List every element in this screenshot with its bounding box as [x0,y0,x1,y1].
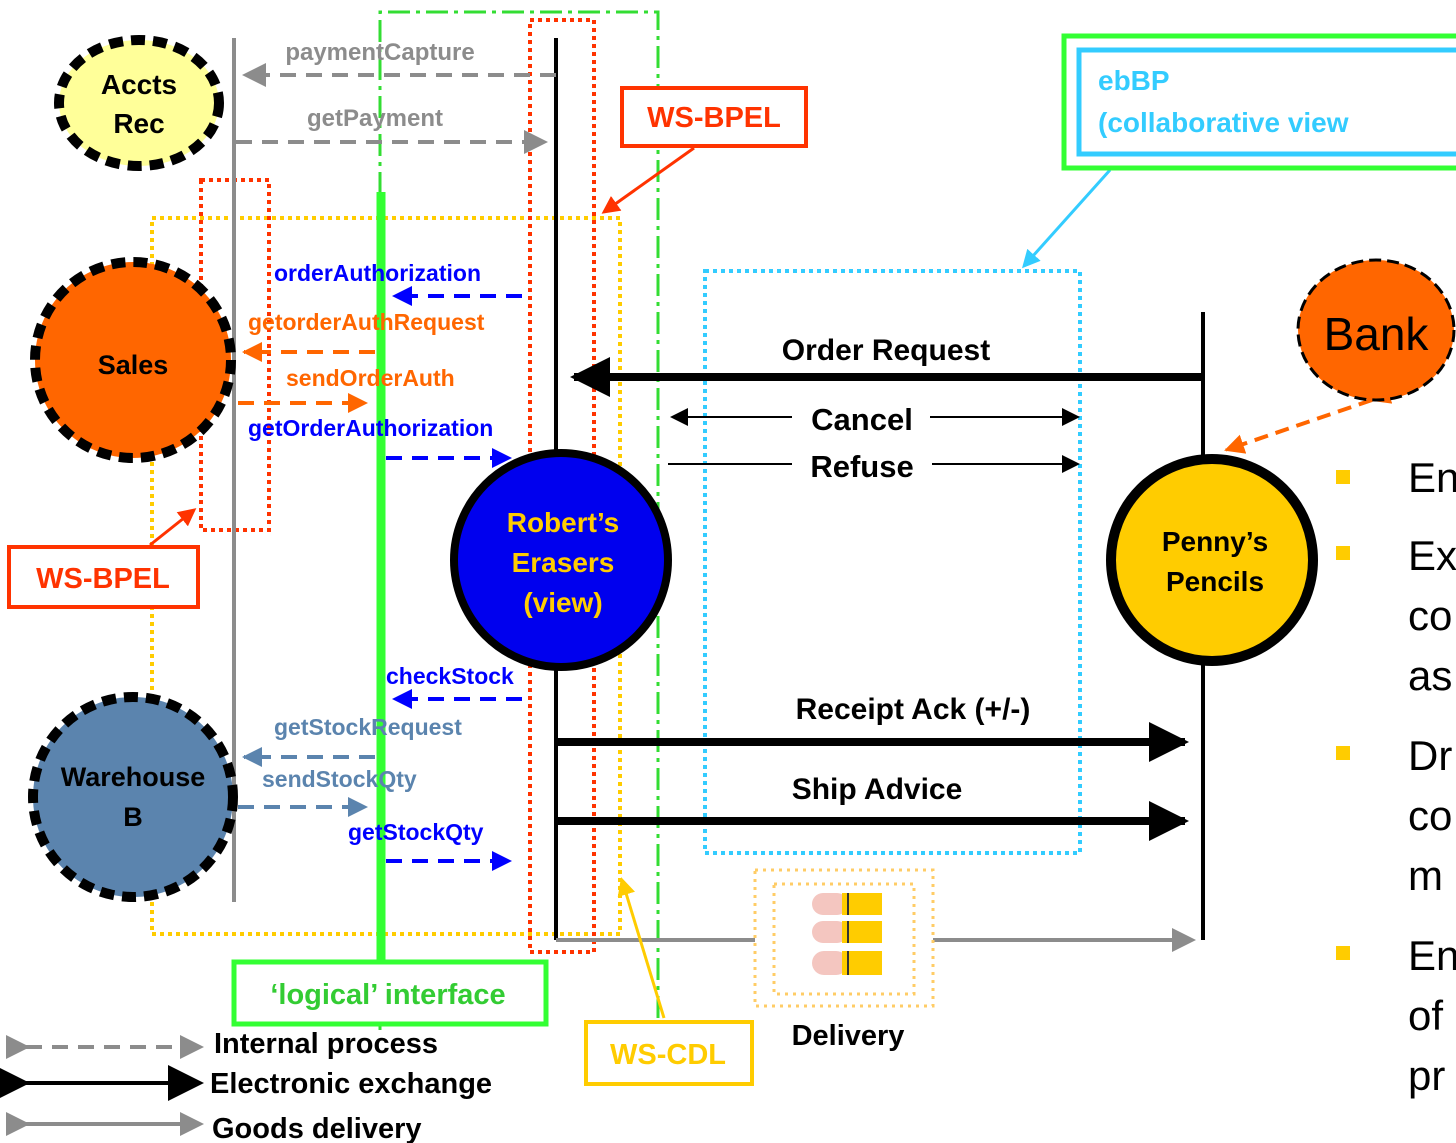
ws-bpel-left-box [7,545,200,609]
get-order-auth-request-label: getorderAuthRequest [248,309,485,335]
ebbp-inner-box [1076,47,1456,157]
accts-rec-label-2: Rec [113,108,164,139]
bullet-3-line-1: Dr [1408,732,1452,779]
receipt-ack-label: Receipt Ack (+/-) [796,693,1031,726]
ebbp-outer-box [1061,33,1456,171]
bullet-4-line-2: of [1408,992,1443,1039]
get-stock-request-label: getStockRequest [274,714,462,740]
roberts-label-3: (view) [523,587,602,618]
cancel-label: Cancel [811,402,913,437]
get-payment-label: getPayment [307,105,443,132]
ws-bpel-top-pointer [601,146,695,214]
ebbp-boundary [703,269,1082,855]
ws-bpel-top-label: WS-BPEL [647,102,781,134]
delivery-label: Delivery [792,1020,905,1052]
order-request-label: Order Request [782,334,990,367]
legend-internal-label: Internal process [214,1028,438,1060]
ws-bpel-top-box [620,86,808,148]
bullet-4-line-3: pr [1408,1052,1445,1099]
pennys-label-2: Pencils [1166,566,1264,597]
pennys-label-1: Penny’s [1162,526,1268,557]
sales-node [30,257,236,463]
send-order-auth-label: sendOrderAuth [286,365,455,391]
ws-bpel-left-pointer [149,508,197,547]
bullet-2-line-1: Ex [1408,532,1456,579]
ebbp-label-1: ebBP [1098,65,1170,96]
bullet-4 [1336,946,1350,960]
bullet-3-line-3: m [1408,852,1443,899]
check-stock-label: checkStock [386,663,514,689]
bullet-2 [1336,546,1350,560]
send-stock-qty-label: sendStockQty [262,766,417,792]
order-authorization-label: orderAuthorization [274,260,481,286]
warehouse-label-2: B [123,802,143,832]
ebbp-label-2: (collaborative view [1098,107,1349,138]
payment-capture-label: paymentCapture [285,39,474,66]
bullet-2-line-2: co [1408,592,1452,639]
logical-interface-label: ‘logical’ interface [270,979,505,1011]
bullet-3 [1336,746,1350,760]
warehouse-node [28,692,238,902]
ebbp-pointer [1021,168,1112,269]
bank-link-arrow [1224,384,1393,454]
get-order-authorization-label: getOrderAuthorization [248,415,493,441]
ws-cdl-pointer [617,877,666,1019]
bullet-4-line-1: En [1408,932,1456,979]
ws-bpel-left-label: WS-BPEL [36,563,170,595]
bullet-1-line-1: En [1408,454,1456,501]
bullet-1 [1336,470,1350,484]
roberts-erasers-node [450,449,672,671]
roberts-label-1: Robert’s [507,507,620,538]
bullet-2-line-3: as [1408,652,1452,699]
sales-label: Sales [98,350,169,380]
eraser-icon [812,893,882,975]
pennys-pencils-node [1106,454,1318,666]
ship-advice-label: Ship Advice [792,773,963,806]
get-stock-qty-label: getStockQty [348,819,484,845]
ws-cdl-label: WS-CDL [610,1039,726,1071]
bullet-3-line-2: co [1408,792,1452,839]
legend-goods-label: Goods delivery [212,1113,422,1143]
bank-label: Bank [1324,308,1430,360]
delivery-box-inner [772,882,916,996]
bank-node [1296,258,1456,402]
ws-cdl-box [584,1020,754,1086]
accts-rec-label-1: Accts [101,69,177,100]
accts-rec-node [54,35,224,171]
legend-electronic-label: Electronic exchange [210,1068,492,1100]
logical-interface-box [231,959,549,1027]
roberts-label-2: Erasers [512,547,615,578]
refuse-label: Refuse [810,449,913,484]
warehouse-label-1: Warehouse [61,762,206,792]
